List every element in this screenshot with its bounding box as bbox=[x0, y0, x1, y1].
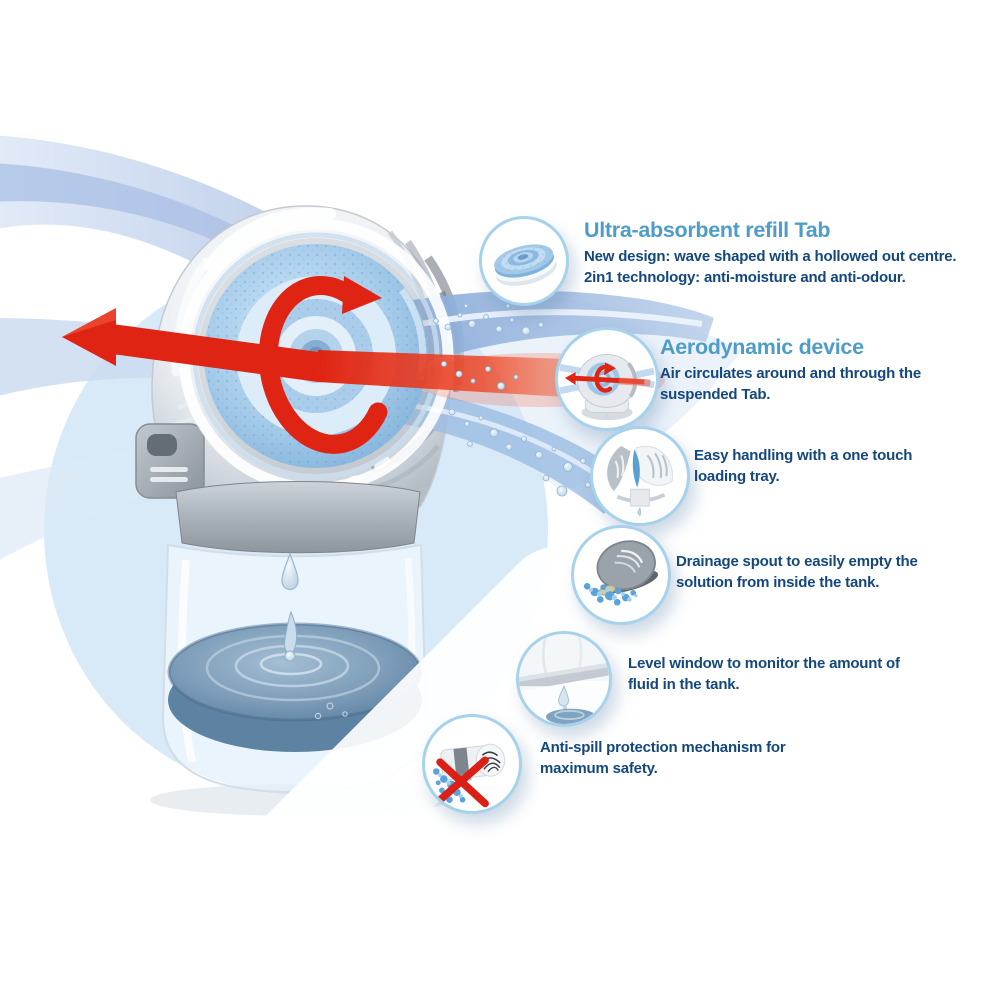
callout-heading: Aerodynamic device bbox=[660, 335, 864, 359]
loading-tray-icon bbox=[590, 426, 690, 526]
device-handle bbox=[135, 423, 205, 499]
callout-body: Air circulates around and through the su… bbox=[660, 365, 921, 403]
callout-easy-handling: Easy handling with a one touch loading t… bbox=[694, 446, 994, 487]
callout-body: New design: wave shaped with a hollowed … bbox=[584, 248, 957, 286]
callout-body: Anti-spill protection mechanism for maxi… bbox=[540, 739, 786, 777]
anti-spill-icon bbox=[422, 714, 522, 814]
callout-anti-spill: Anti-spill protection mechanism for maxi… bbox=[540, 738, 860, 779]
drainage-spout-icon bbox=[571, 525, 671, 625]
refill-tab-icon bbox=[479, 216, 569, 306]
circular-airflow-arrow bbox=[258, 275, 388, 454]
moisture-droplets bbox=[433, 303, 601, 497]
callout-drainage-spout: Drainage spout to easily empty the solut… bbox=[676, 552, 996, 593]
callout-level-window: Level window to monitor the amount of fl… bbox=[628, 654, 968, 695]
falling-droplet bbox=[281, 552, 299, 591]
callout-heading: Ultra-absorbent refill Tab bbox=[584, 218, 831, 242]
device-mid-band bbox=[175, 481, 421, 554]
callout-body: Drainage spout to easily empty the solut… bbox=[676, 553, 918, 591]
aerodynamic-device-icon bbox=[555, 327, 659, 431]
red-cross-icon bbox=[434, 756, 489, 808]
level-window-icon bbox=[516, 631, 612, 727]
callout-aerodynamic-device: Aerodynamic device Air circulates around… bbox=[660, 334, 990, 405]
callout-body: Level window to monitor the amount of fl… bbox=[628, 655, 900, 693]
callout-refill-tab: Ultra-absorbent refill Tab New design: w… bbox=[584, 217, 994, 288]
callout-body: Easy handling with a one touch loading t… bbox=[694, 447, 913, 485]
